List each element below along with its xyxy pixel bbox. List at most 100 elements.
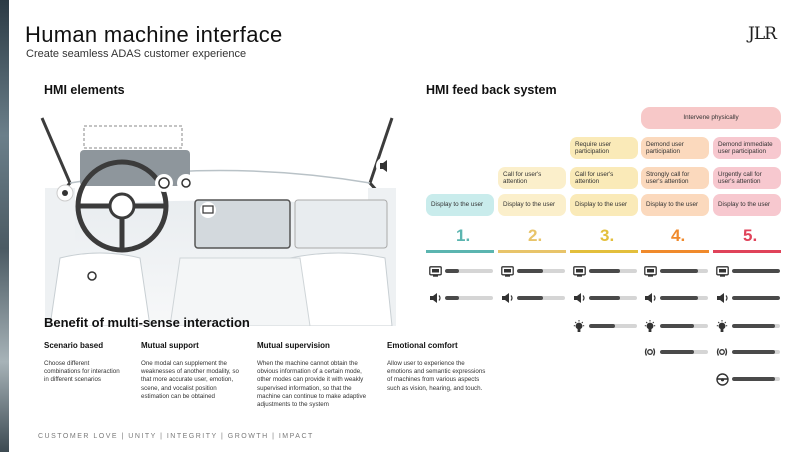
- intensity-slider[interactable]: [660, 350, 708, 354]
- intensity-fill: [445, 296, 460, 300]
- level-2-chip: Call for user's attention: [498, 167, 566, 189]
- speaker-icon: [572, 291, 586, 305]
- intensity-slider[interactable]: [732, 324, 780, 328]
- intervene-physically-chip: Intervene physically: [641, 107, 781, 129]
- intensity-fill: [660, 324, 694, 328]
- level-4-speaker-control[interactable]: [643, 291, 708, 305]
- intensity-fill: [732, 269, 780, 273]
- level-4-display-control[interactable]: [643, 264, 708, 278]
- benefit-heading: Mutual support: [141, 341, 199, 350]
- level-5-speaker-control[interactable]: [715, 291, 780, 305]
- level-5-chip: Display to the user: [713, 194, 781, 216]
- intensity-fill: [732, 296, 780, 300]
- intensity-slider[interactable]: [732, 350, 780, 354]
- intensity-slider[interactable]: [732, 269, 780, 273]
- level-3-chip: Call for user's attention: [570, 167, 638, 189]
- intensity-slider[interactable]: [589, 269, 637, 273]
- level-5-chip: Urgently call for user's attention: [713, 167, 781, 189]
- level-4-vibration-control[interactable]: [643, 345, 708, 359]
- intensity-fill: [517, 269, 544, 273]
- company-values-footer: CUSTOMER LOVE | UNITY | INTEGRITY | GROW…: [38, 433, 314, 440]
- level-4-chip: Demond user participation: [641, 137, 709, 159]
- light-icon: [715, 319, 729, 333]
- display-icon: [572, 264, 586, 278]
- intensity-fill: [660, 269, 699, 273]
- benefit-scenario-based: Scenario based Choose different combinat…: [44, 341, 124, 385]
- level-3-chip: Display to the user: [570, 194, 638, 216]
- display-icon: [500, 264, 514, 278]
- level-1-display-control[interactable]: [428, 264, 493, 278]
- level-5-light-control[interactable]: [715, 319, 780, 333]
- level-5-display-control[interactable]: [715, 264, 780, 278]
- intensity-fill: [660, 350, 694, 354]
- benefit-heading: Emotional comfort: [387, 341, 458, 350]
- level-4-color-bar: [641, 250, 709, 253]
- level-4-chip: Strongly call for user's attention: [641, 167, 709, 189]
- level-5-vibration-control[interactable]: [715, 345, 780, 359]
- benefit-heading: Mutual supervision: [257, 341, 330, 350]
- intensity-slider[interactable]: [517, 269, 565, 273]
- speaker-icon: [428, 291, 442, 305]
- level-2-chip: Display to the user: [498, 194, 566, 216]
- intensity-slider[interactable]: [660, 269, 708, 273]
- intensity-fill: [732, 350, 776, 354]
- intensity-slider[interactable]: [445, 296, 493, 300]
- intensity-slider[interactable]: [732, 296, 780, 300]
- intensity-fill: [445, 269, 460, 273]
- level-5-chip: Demond immediate user participation: [713, 137, 781, 159]
- page-subtitle: Create seamless ADAS customer experience: [26, 48, 247, 60]
- level-3-chip: Require user participation: [570, 137, 638, 159]
- intensity-slider[interactable]: [589, 324, 637, 328]
- intensity-fill: [589, 269, 621, 273]
- hmi-elements-title: HMI elements: [44, 83, 125, 97]
- level-4-number: 4.: [671, 226, 686, 245]
- level-2-display-control[interactable]: [500, 264, 565, 278]
- level-3-speaker-control[interactable]: [572, 291, 637, 305]
- display-icon: [643, 264, 657, 278]
- level-1-speaker-control[interactable]: [428, 291, 493, 305]
- vibration-icon: [715, 345, 729, 359]
- intensity-fill: [660, 296, 699, 300]
- level-3-number: 3.: [600, 226, 615, 245]
- intensity-slider[interactable]: [445, 269, 493, 273]
- benefit-text: Allow user to experience the emotions an…: [387, 360, 486, 392]
- level-1-number: 1.: [456, 226, 471, 245]
- display-icon: [428, 264, 442, 278]
- benefit-mutual-support: Mutual support One modal can supplement …: [141, 341, 245, 401]
- intensity-slider[interactable]: [660, 296, 708, 300]
- level-4-chip: Display to the user: [641, 194, 709, 216]
- level-3-display-control[interactable]: [572, 264, 637, 278]
- feedback-system-title: HMI feed back system: [426, 83, 557, 97]
- level-5-steering-wheel-control[interactable]: [715, 372, 780, 386]
- level-4-light-control[interactable]: [643, 319, 708, 333]
- benefit-title: Benefit of multi-sense interaction: [44, 315, 250, 330]
- level-2-speaker-control[interactable]: [500, 291, 565, 305]
- vibration-icon: [643, 345, 657, 359]
- intensity-slider[interactable]: [660, 324, 708, 328]
- light-icon: [643, 319, 657, 333]
- page-title: Human machine interface: [25, 22, 283, 47]
- benefit-text: One modal can supplement the weaknesses …: [141, 360, 239, 400]
- benefit-mutual-supervision: Mutual supervision When the machine cann…: [257, 341, 369, 409]
- intensity-slider[interactable]: [732, 377, 780, 381]
- intensity-fill: [732, 377, 776, 381]
- intensity-fill: [517, 296, 544, 300]
- intensity-fill: [589, 296, 621, 300]
- intensity-fill: [589, 324, 616, 328]
- intensity-slider[interactable]: [589, 296, 637, 300]
- benefit-emotional-comfort: Emotional comfort Allow user to experien…: [387, 341, 491, 393]
- steering-wheel-icon: [715, 372, 729, 386]
- level-3-light-control[interactable]: [572, 319, 637, 333]
- display-icon: [715, 264, 729, 278]
- speaker-icon: [500, 291, 514, 305]
- benefit-heading: Scenario based: [44, 341, 104, 350]
- speaker-icon: [715, 291, 729, 305]
- intensity-fill: [732, 324, 776, 328]
- light-icon: [572, 319, 586, 333]
- benefit-text: Choose different combinations for intera…: [44, 360, 120, 384]
- benefit-text: When the machine cannot obtain the obvio…: [257, 360, 367, 408]
- level-2-number: 2.: [528, 226, 543, 245]
- level-1-chip: Display to the user: [426, 194, 494, 216]
- car-interior-illustration: [40, 108, 400, 326]
- intensity-slider[interactable]: [517, 296, 565, 300]
